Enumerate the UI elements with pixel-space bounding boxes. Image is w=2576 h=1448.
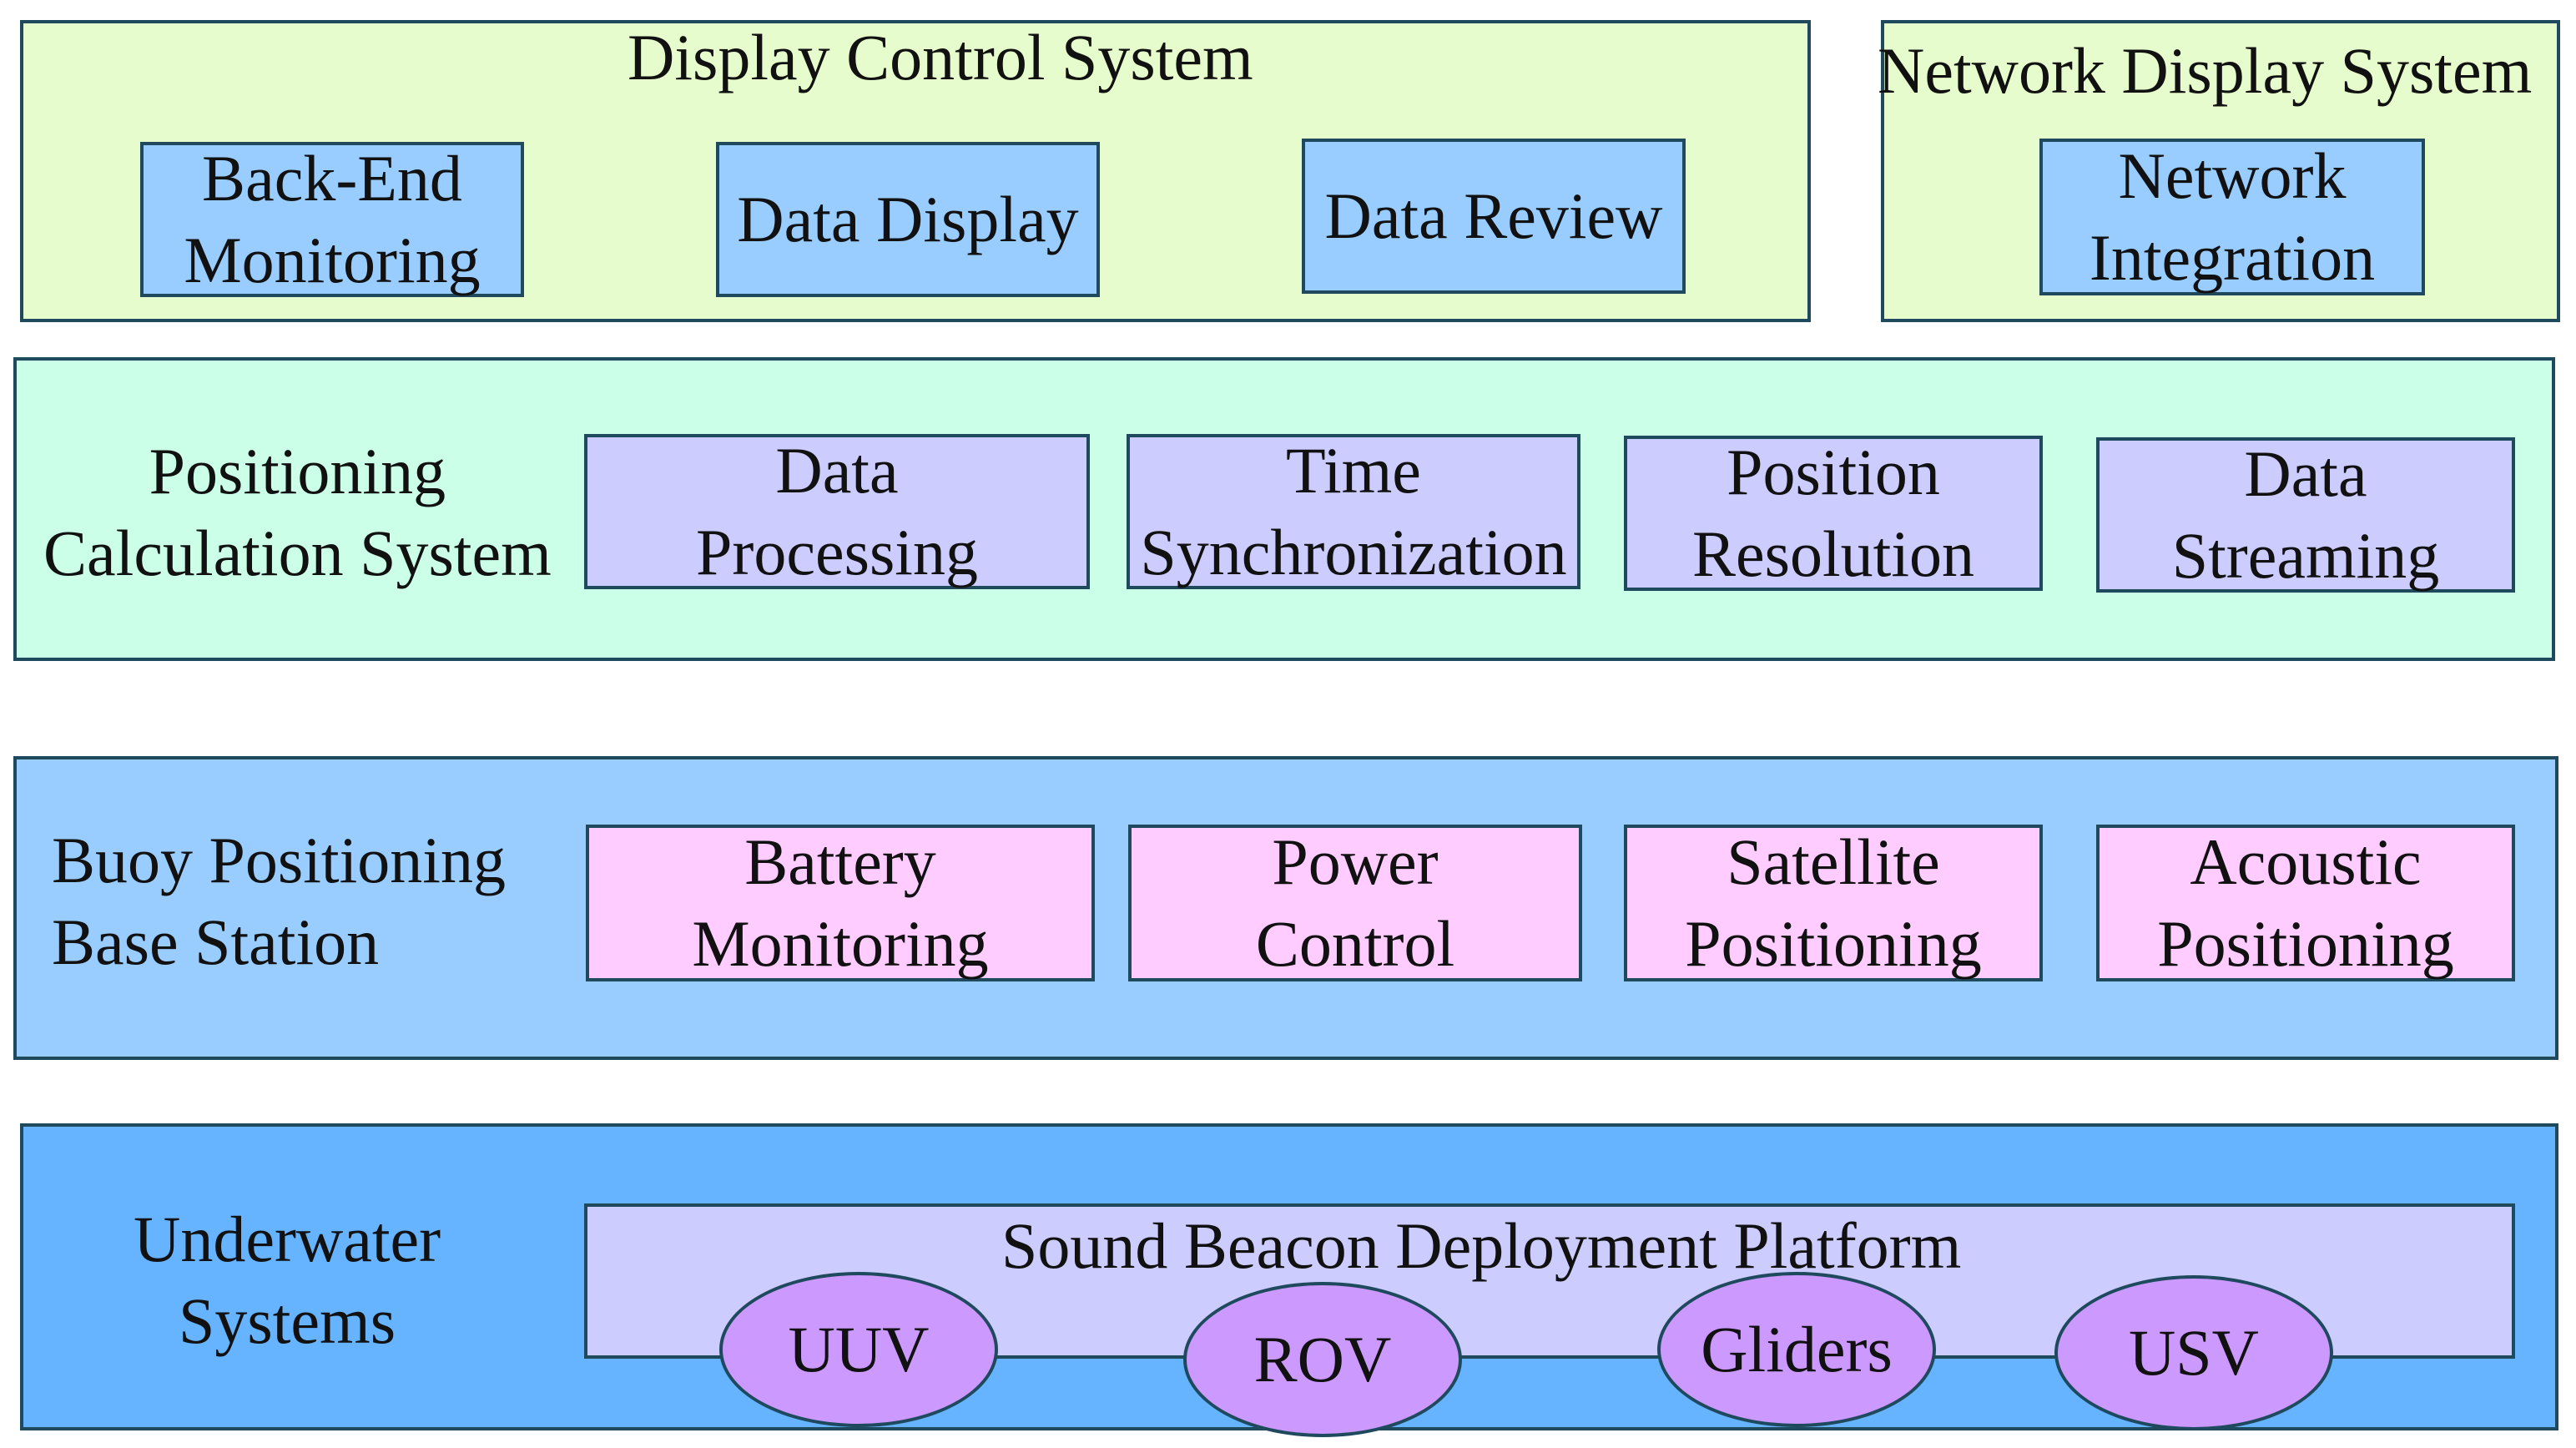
data-streaming-module: Data Streaming xyxy=(2096,437,2515,593)
data-display-module: Data Display xyxy=(716,142,1100,297)
vehicle-uuv: UUV xyxy=(719,1272,998,1427)
network-integration-module: Network Integration xyxy=(2039,139,2425,295)
vehicle-gliders: Gliders xyxy=(1657,1272,1936,1427)
buoy-positioning-base-station-title: Buoy Positioning Base Station xyxy=(52,824,506,978)
time-synchronization-module: Time Synchronization xyxy=(1127,434,1580,589)
acoustic-positioning-module: Acoustic Positioning xyxy=(2096,825,2515,981)
data-review-module: Data Review xyxy=(1302,139,1686,294)
battery-monitoring-module: Battery Monitoring xyxy=(586,825,1095,981)
vehicle-rov: ROV xyxy=(1183,1282,1462,1437)
underwater-systems-title: Underwater Systems xyxy=(134,1203,441,1357)
network-display-system-title: Network Display System xyxy=(1878,34,2533,107)
display-control-system-title: Display Control System xyxy=(628,21,1253,93)
positioning-calculation-system-title: Positioning Calculation System xyxy=(43,435,552,589)
position-resolution-module: Position Resolution xyxy=(1624,436,2043,591)
satellite-positioning-module: Satellite Positioning xyxy=(1624,825,2043,981)
power-control-module: Power Control xyxy=(1128,825,1582,981)
data-processing-module: Data Processing xyxy=(584,434,1090,589)
sound-beacon-deployment-platform-title: Sound Beacon Deployment Platform xyxy=(1001,1209,1962,1282)
back-end-monitoring-module: Back-End Monitoring xyxy=(140,142,524,297)
vehicle-usv: USV xyxy=(2054,1275,2333,1430)
